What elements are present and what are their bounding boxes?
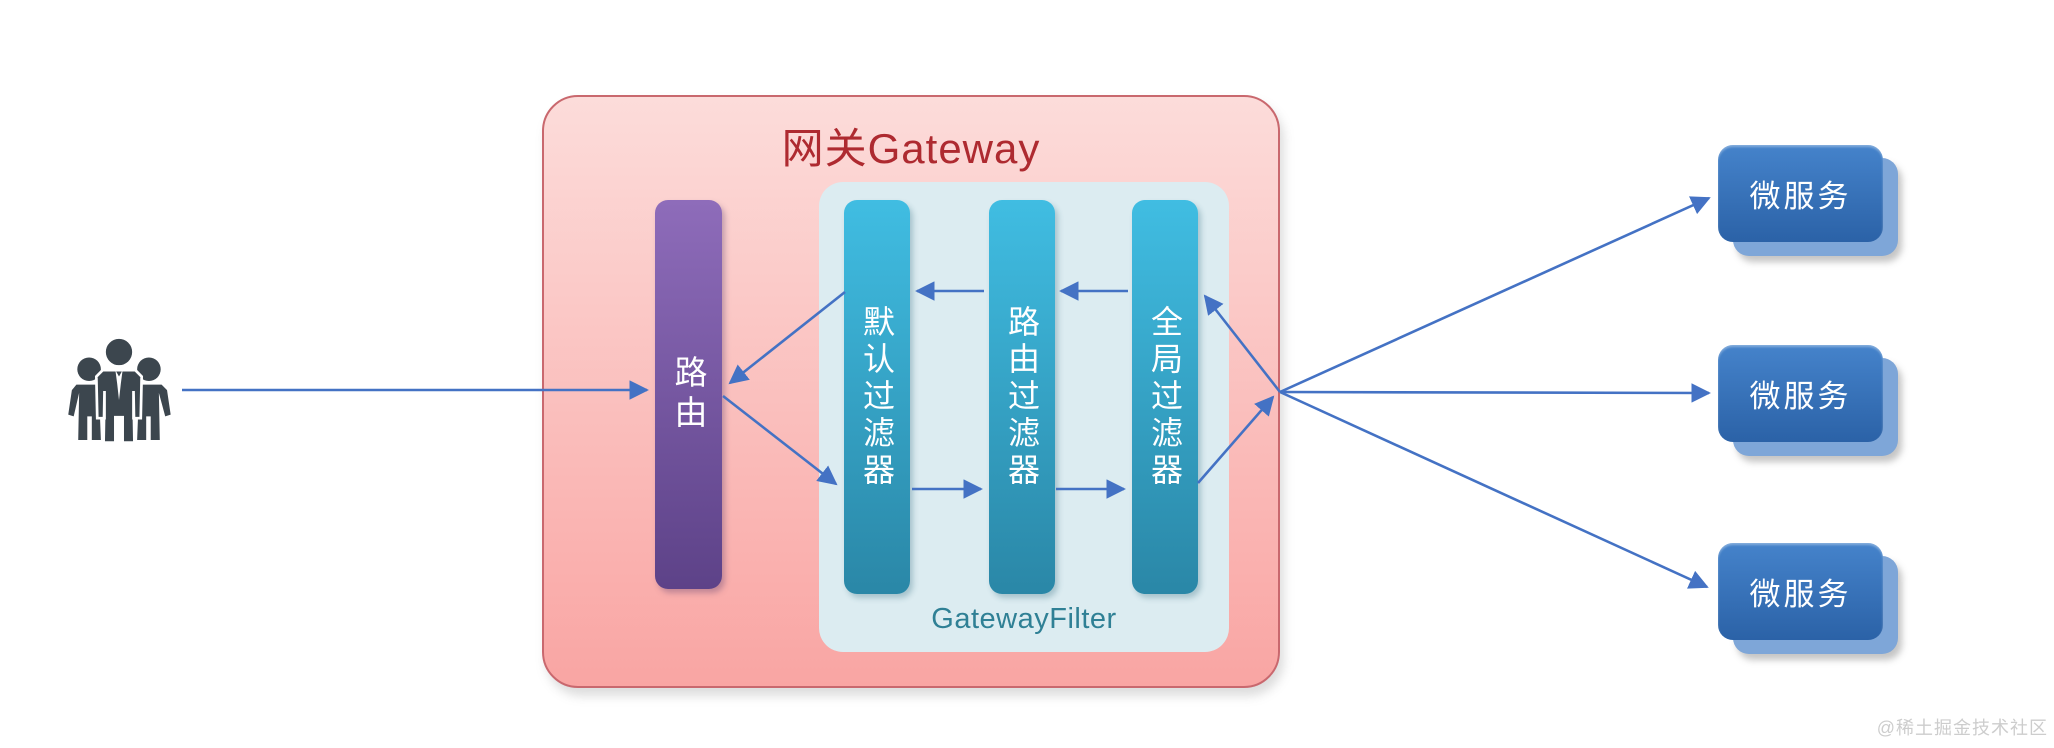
microservice-label: 微服务 [1749, 379, 1852, 414]
microservice-box: 微服务 [1718, 145, 1898, 256]
edge-convergence-to-microservice-1 [1279, 196, 1711, 394]
filter-bar: 全局过滤器 [1132, 200, 1198, 594]
edge-convergence-to-microservice-2 [1279, 383, 1711, 403]
microservice-label: 微服务 [1749, 179, 1852, 214]
edge-convergence-to-microservice-3 [1279, 390, 1709, 589]
route-bar: 路由 [655, 200, 722, 589]
filter-bar: 路由过滤器 [989, 200, 1055, 594]
gateway-container: 网关Gateway 路由 默认过滤器 路由过滤器 全局过滤器 GatewayFi… [542, 95, 1280, 688]
microservice-box: 微服务 [1718, 345, 1898, 456]
gateway-filter-label: GatewayFilter [931, 603, 1117, 635]
watermark: @稀土掘金技术社区 [1876, 718, 2048, 738]
filter-bar: 默认过滤器 [844, 200, 910, 594]
route-bar-label: 路由 [670, 354, 707, 435]
users-icon [63, 333, 175, 449]
gateway-filter-panel: 默认过滤器 路由过滤器 全局过滤器 GatewayFilter [819, 182, 1229, 652]
microservice-box: 微服务 [1718, 543, 1898, 654]
filter-bar-label: 默认过滤器 [859, 304, 895, 490]
filter-bar-label: 全局过滤器 [1147, 304, 1183, 490]
gateway-title: 网关Gateway [781, 125, 1041, 172]
microservice-label: 微服务 [1749, 577, 1852, 612]
filter-bar-label: 路由过滤器 [1004, 304, 1040, 490]
